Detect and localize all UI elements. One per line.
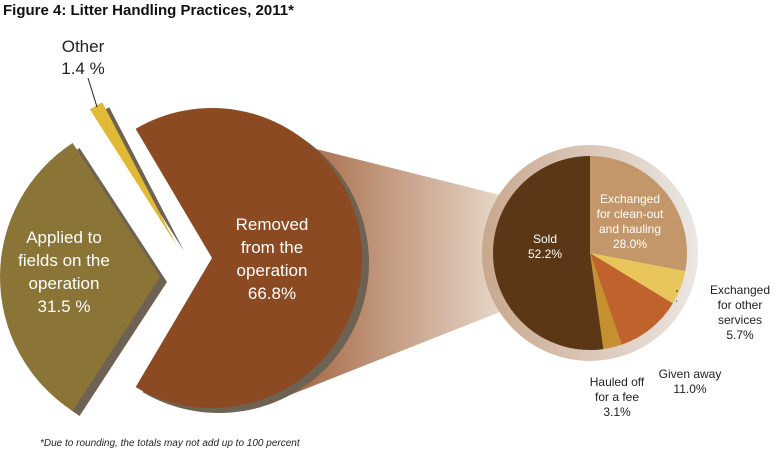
breakdown-slice-3 [590, 253, 622, 350]
breakdown-slice-1 [590, 253, 686, 304]
breakdown-slice-4 [493, 156, 604, 350]
slice-applied-to [0, 143, 160, 411]
breakdown-slice-2 [590, 253, 673, 345]
breakdown-slice-0 [590, 156, 687, 272]
slice-other [89, 102, 177, 246]
slice-removed [135, 107, 363, 409]
leader-line-other [87, 77, 98, 108]
footnote: *Due to rounding, the totals may not add… [40, 438, 301, 449]
chart-title: Figure 4: Litter Handling Practices, 201… [3, 2, 294, 19]
